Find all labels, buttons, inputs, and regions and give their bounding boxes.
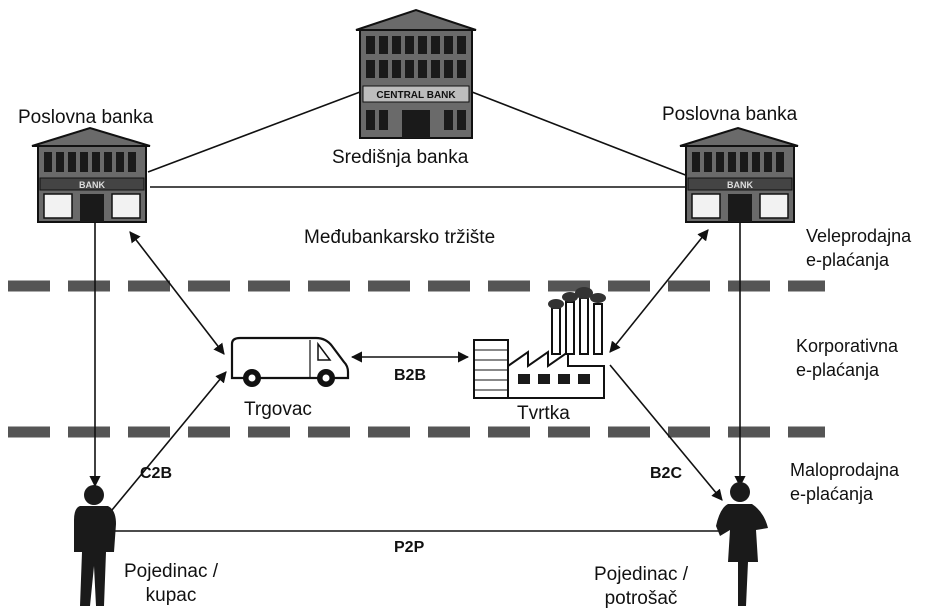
c2b-label: C2B [140,465,173,482]
wholesale-zone-line1: Veleprodajna [806,226,912,246]
merchant-label: Trgovac [244,399,312,420]
b2c-label: B2C [650,465,683,482]
buyer-label-line1: Pojedinac / [124,561,219,582]
left-bank-sign: BANK [79,180,105,190]
buyer-label-line2: kupac [145,584,197,606]
wholesale-zone-label: Veleprodajna e-plaćanja [806,224,911,273]
buyer-label: Pojedinac / kupac [124,560,218,608]
consumer-label: Pojedinac / potrošač [594,563,688,610]
b2b-label: B2B [394,367,427,384]
edge-left-bank-merchant [129,231,225,355]
retail-zone-label: Maloprodajna e-plaćanja [790,458,899,507]
consumer-person-icon [716,482,768,606]
edge-right-bank-central-bank [471,91,689,177]
right-bank-label: Poslovna banka [662,104,798,125]
consumer-label-line1: Pojedinac / [594,564,689,585]
right-bank-sign: BANK [727,180,753,190]
van-icon [230,336,350,387]
right-bank-building-icon: BANK [679,126,799,223]
edge-buyer-merchant [111,371,227,511]
edge-right-bank-company [609,229,709,353]
buyer-person-icon [74,485,116,606]
company-label: Tvrtka [517,403,570,424]
central-bank-label: Središnja banka [332,147,469,168]
factory-icon [473,287,606,399]
retail-zone-line1: Maloprodajna [790,460,900,480]
edge-left-bank-central-bank [147,91,361,173]
p2p-label: P2P [394,539,425,556]
central-bank-sign: CENTRAL BANK [376,90,456,101]
edge-company-consumer [609,364,723,501]
central-bank-building-icon: CENTRAL BANK [355,8,477,139]
interbank-market-label: Međubankarsko tržište [304,227,496,248]
retail-zone-line2: e-plaćanja [790,484,874,505]
corporate-zone-line1: Korporativna [796,336,899,356]
corporate-zone-label: Korporativna e-plaćanja [796,334,898,383]
wholesale-zone-line2: e-plaćanja [806,250,890,271]
left-bank-label: Poslovna banka [18,107,154,128]
corporate-zone-line2: e-plaćanja [796,360,880,381]
left-bank-building-icon: BANK [31,126,151,223]
consumer-label-line2: potrošač [604,587,678,609]
